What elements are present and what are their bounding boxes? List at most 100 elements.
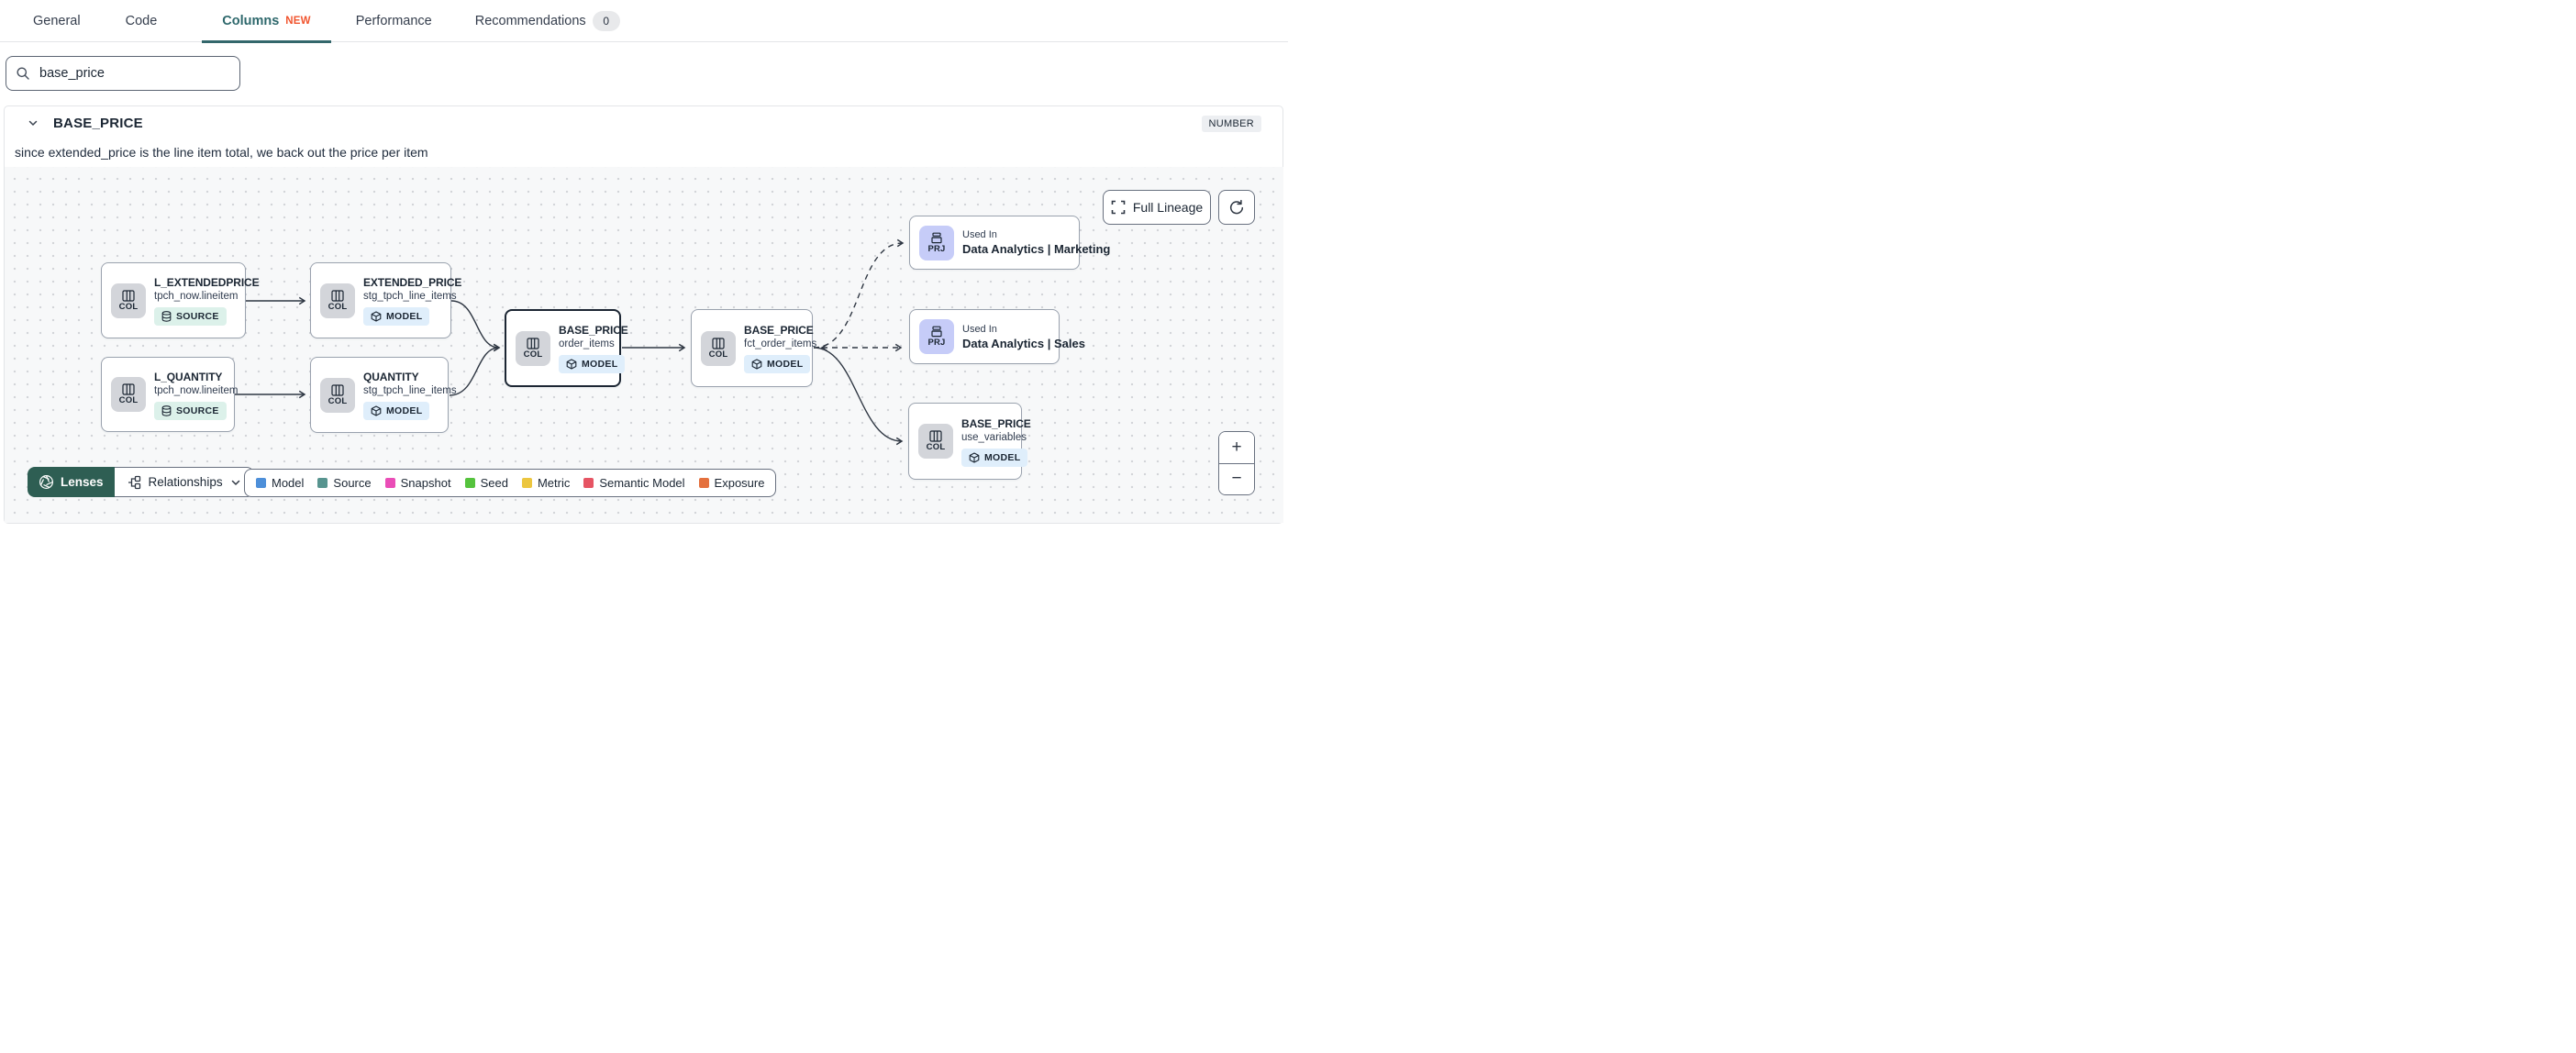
node-title: L_EXTENDEDPRICE [154,276,260,289]
lineage-node-l-extendedprice[interactable]: COL L_EXTENDEDPRICE tpch_now.lineitem SO… [101,262,260,338]
source-swatch [317,478,328,488]
columns-icon [122,383,135,395]
tab-general[interactable]: General [33,13,81,28]
lineage-node-used-in-sales[interactable]: PRJ Used In Data Analytics | Sales [909,309,1085,364]
resource-legend: Model Source Snapshot Seed Metric Semant… [244,469,777,497]
snapshot-swatch [384,478,395,488]
column-chip: COL [320,283,355,318]
column-title: BASE_PRICE [53,115,143,131]
node-subtitle: stg_tpch_line_items [363,385,457,396]
lineage-node-base-price-fct-order-items[interactable]: COL BASE_PRICE fct_order_items MODEL [691,309,817,387]
refresh-button[interactable] [1218,190,1255,225]
chevron-down-icon [231,480,239,485]
project-chip: PRJ [919,319,954,354]
resource-type-badge: MODEL [363,307,430,326]
column-type-badge: NUMBER [1201,116,1261,132]
node-title: QUANTITY [363,371,419,383]
relationships-icon [128,475,140,489]
tab-performance[interactable]: Performance [355,13,432,28]
cube-icon [371,405,382,416]
legend-item-metric: Metric [521,476,570,490]
lenses-control: Lenses Relationships [28,467,254,497]
columns-icon [122,289,135,302]
lineage-node-base-price-use-variables[interactable]: COL BASE_PRICE use_variables MODEL [908,403,1031,480]
legend-item-seed: Seed [464,476,508,490]
tab-columns[interactable]: Columns NEW [202,0,332,43]
node-title: L_QUANTITY [154,370,223,383]
node-subtitle: use_variables [961,431,1027,443]
column-lineage-screen: General Code Columns NEW Performance Rec… [0,0,1288,526]
relationships-dropdown[interactable]: Relationships [114,467,254,497]
node-subtitle: tpch_now.lineitem [154,384,239,396]
database-icon [161,311,172,322]
zoom-control: + − [1218,431,1255,495]
collapse-chevron-icon[interactable] [26,116,40,130]
project-chip: PRJ [919,225,954,260]
node-title: BASE_PRICE [744,324,814,337]
lineage-node-base-price-order-items[interactable]: COL BASE_PRICE order_items MODEL [505,309,628,387]
legend-item-snapshot: Snapshot [384,476,451,490]
resource-type-badge: MODEL [559,355,626,373]
resource-type-badge: SOURCE [154,401,227,420]
resource-type-badge: SOURCE [154,307,227,326]
tab-bar: General Code Columns NEW Performance Rec… [0,0,1288,43]
columns-icon [331,383,344,396]
node-subtitle: fct_order_items [744,338,817,349]
legend-item-source: Source [317,476,372,490]
columns-icon [331,289,344,302]
columns-icon [527,337,539,349]
refresh-icon [1230,199,1244,215]
database-icon [161,405,172,416]
columns-icon [929,430,942,442]
full-lineage-button[interactable]: Full Lineage [1103,190,1211,225]
cube-icon [566,359,577,370]
metric-swatch [521,478,532,488]
new-tag: NEW [285,15,311,27]
column-description: since extended_price is the line item to… [15,145,428,160]
exposure-swatch [698,478,709,488]
tab-recommendations[interactable]: Recommendations 0 [475,0,620,41]
stack-icon [931,326,942,338]
node-title: Data Analytics | Marketing [962,242,1111,256]
column-chip: COL [516,330,550,366]
lineage-node-extended-price[interactable]: COL EXTENDED_PRICE stg_tpch_line_items M… [310,262,462,338]
cube-icon [751,359,762,370]
legend-item-model: Model [256,476,304,490]
node-title: EXTENDED_PRICE [363,276,462,289]
node-subtitle: order_items [559,338,615,349]
lineage-node-used-in-marketing[interactable]: PRJ Used In Data Analytics | Marketing [909,216,1111,270]
node-subtitle: stg_tpch_line_items [363,291,457,302]
column-search[interactable] [6,56,240,91]
recommendations-count-badge: 0 [592,10,620,31]
column-chip: COL [320,377,355,413]
resource-type-badge: MODEL [363,402,430,420]
lenses-button[interactable]: Lenses [28,467,115,497]
zoom-in-button[interactable]: + [1219,432,1254,464]
cube-icon [969,451,980,463]
resource-type-badge: MODEL [961,448,1028,467]
aperture-icon [39,474,54,490]
lineage-canvas[interactable] [5,167,1283,523]
legend-item-semantic-model: Semantic Model [583,476,685,490]
used-in-label: Used In [962,229,997,240]
expand-icon [1111,200,1126,215]
node-title: Data Analytics | Sales [962,336,1085,350]
columns-icon [712,337,725,349]
search-icon [17,67,29,80]
search-input[interactable] [38,65,230,82]
node-title: BASE_PRICE [559,324,628,337]
node-title: BASE_PRICE [961,416,1031,430]
resource-type-badge: MODEL [744,355,811,373]
lineage-node-quantity[interactable]: COL QUANTITY stg_tpch_line_items MODEL [310,357,457,433]
column-chip: COL [111,283,146,318]
column-chip: COL [918,424,953,459]
semantic-model-swatch [583,478,594,488]
column-chip: COL [111,377,146,412]
stack-icon [931,232,942,243]
tab-code[interactable]: Code [125,13,158,28]
node-subtitle: tpch_now.lineitem [154,291,239,302]
lineage-node-l-quantity[interactable]: COL L_QUANTITY tpch_now.lineitem SOURCE [101,357,239,432]
column-chip: COL [701,330,736,366]
seed-swatch [464,478,475,488]
zoom-out-button[interactable]: − [1219,463,1254,494]
